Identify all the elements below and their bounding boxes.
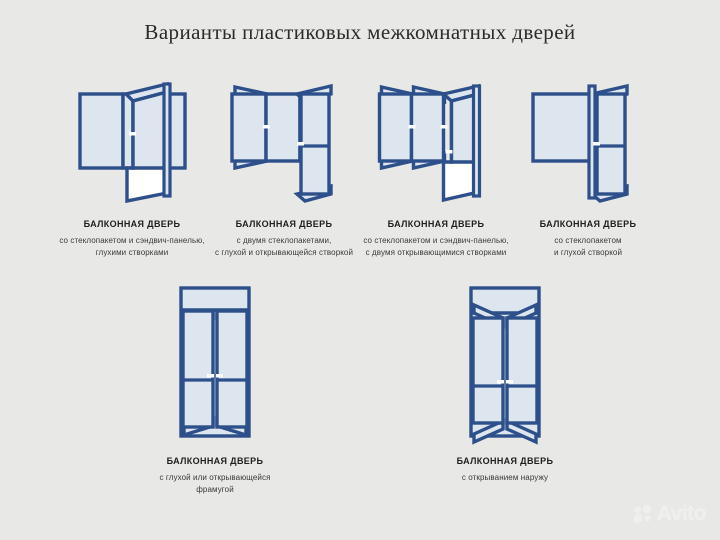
handle-icon [297,142,304,146]
caption-line-2: с двумя открывающимися створками [365,248,507,258]
caption-line-1: с двумя стеклопакетами, [236,236,332,245]
handle-icon [497,380,504,384]
door-caption-2: БАЛКОННАЯ ДВЕРЬ с двумя стеклопакетами, … [208,219,360,260]
door-diagram-5 [140,282,290,442]
door-diagram-2 [209,72,359,207]
handle-icon [207,374,214,378]
avito-dots-icon [633,504,652,524]
door-card-2: БАЛКОННАЯ ДВЕРЬ с двумя стеклопакетами, … [208,72,360,260]
caption-line-1: с глухой или открывающейся [159,473,271,482]
door-diagram-4 [513,72,663,207]
avito-wordmark: Avito [656,502,707,525]
door-caption-3: БАЛКОННАЯ ДВЕРЬ со стеклопакетом и сэндв… [360,219,512,260]
door-caption-4: БАЛКОННАЯ ДВЕРЬ со стеклопакетом и глухо… [512,219,664,260]
handle-icon [408,125,416,129]
handle-icon [263,125,270,129]
caption-line-2: и глухой створкой [553,248,623,258]
door-row-bottom: БАЛКОННАЯ ДВЕРЬ с глухой или открывающей… [0,282,720,497]
caption-line-2: с глухой и открывающейся створкой [214,248,354,258]
door-card-3: БАЛКОННАЯ ДВЕРЬ со стеклопакетом и сэндв… [360,72,512,260]
caption-line-2: фрамугой [196,485,234,495]
caption-title: БАЛКОННАЯ ДВЕРЬ [166,456,264,466]
door-row-top: БАЛКОННАЯ ДВЕРЬ со стеклопакетом и сэндв… [0,72,720,260]
avito-watermark: Avito [633,502,707,526]
door-caption-6: БАЛКОННАЯ ДВЕРЬ с открыванием наружу [360,456,650,484]
door-diagram-1 [57,72,207,207]
caption-title: БАЛКОННАЯ ДВЕРЬ [387,219,485,229]
caption-line-1: со стеклопакетом [554,236,622,245]
caption-line-1: со стеклопакетом и сэндвич-панелью, [363,236,509,245]
door-caption-5: БАЛКОННАЯ ДВЕРЬ с глухой или открывающей… [70,456,360,497]
handle-icon [506,380,513,384]
door-caption-1: БАЛКОННАЯ ДВЕРЬ со стеклопакетом и сэндв… [56,219,208,260]
handle-icon [445,150,453,154]
caption-title: БАЛКОННАЯ ДВЕРЬ [235,219,333,229]
caption-line-2: глухими створками [95,248,169,258]
door-card-5: БАЛКОННАЯ ДВЕРЬ с глухой или открывающей… [70,282,360,497]
door-diagram-3 [361,72,511,207]
caption-line-1: со стеклопакетом и сэндвич-панелью, [59,236,205,245]
caption-title: БАЛКОННАЯ ДВЕРЬ [456,456,554,466]
handle-icon [593,142,600,146]
door-card-4: БАЛКОННАЯ ДВЕРЬ со стеклопакетом и глухо… [512,72,664,260]
handle-icon [129,132,136,136]
door-card-1: БАЛКОННАЯ ДВЕРЬ со стеклопакетом и сэндв… [56,72,208,260]
caption-title: БАЛКОННАЯ ДВЕРЬ [83,219,181,229]
door-diagram-6 [430,282,580,445]
door-card-6: БАЛКОННАЯ ДВЕРЬ с открыванием наружу [360,282,650,497]
handle-icon [440,125,448,129]
caption-line-1: с открыванием наружу [461,473,549,482]
page-title: Варианты пластиковых межкомнатных дверей [144,20,576,44]
caption-title: БАЛКОННАЯ ДВЕРЬ [539,219,637,229]
handle-icon [216,374,223,378]
